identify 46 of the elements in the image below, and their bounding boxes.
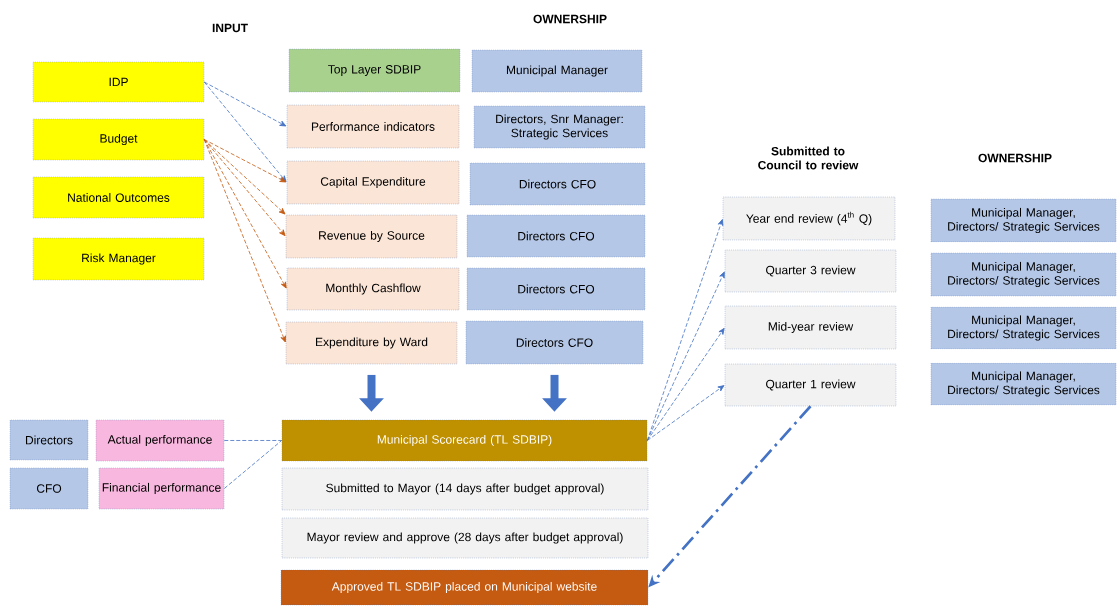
component-box: Capital Expenditure — [286, 160, 460, 205]
arrow — [646, 271, 725, 441]
owner-box: Directors CFO — [466, 214, 646, 258]
owner-box: Municipal Manager, Directors/ Strategic Services — [930, 252, 1117, 297]
step-box: Quarter 3 review — [724, 249, 897, 293]
header-box: Top Layer SDBIP — [288, 48, 461, 93]
owner-box: Directors CFO — [466, 267, 646, 311]
input-box: IDP — [32, 61, 205, 103]
component-box: Revenue by Source — [285, 214, 458, 259]
owner-box: Municipal Manager, Directors/ Strategic Services — [930, 306, 1117, 350]
arrow — [646, 327, 725, 441]
column-heading: Submitted to Council to review — [758, 146, 859, 170]
arrow — [203, 81, 287, 183]
arrow — [203, 139, 286, 343]
step-box: Mid-year review — [724, 305, 897, 350]
step-box: Quarter 1 review — [724, 363, 897, 407]
input-box: Risk Manager — [32, 237, 205, 281]
owner-box: Directors, Snr Manager: Strategic Services — [473, 105, 646, 149]
owner-box: Directors CFO — [469, 162, 646, 206]
step-box: Year end review (4$^{th}$ Q) — [722, 196, 896, 241]
component-box: Performance indicators — [286, 104, 460, 149]
arrow — [203, 81, 287, 127]
arrow — [646, 385, 725, 441]
owner-box: Directors — [9, 419, 89, 461]
owner-box: Directors CFO — [465, 320, 644, 365]
owner-box: Municipal Manager — [471, 49, 643, 93]
column-heading: OWNERSHIP — [533, 14, 607, 24]
performance-box: Actual performance — [95, 419, 225, 462]
arrow — [203, 139, 287, 289]
performance-box: Financial performance — [98, 467, 225, 510]
connector-line — [223, 440, 283, 441]
component-box: Monthly Cashflow — [286, 267, 460, 311]
column-heading: OWNERSHIP — [978, 153, 1052, 163]
input-box: Budget — [32, 118, 205, 161]
arrow — [203, 139, 287, 183]
input-box: National Outcomes — [32, 176, 205, 219]
component-box: Expenditure by Ward — [285, 321, 458, 365]
connector-line — [223, 440, 283, 489]
step-box: Submitted to Mayor (14 days after budget approval) — [281, 467, 649, 511]
owner-box: Municipal Manager, Directors/ Strategic Services — [930, 362, 1117, 406]
column-heading: INPUT — [212, 23, 248, 33]
scorecard-box: Municipal Scorecard (TL SDBIP) — [281, 419, 648, 462]
owner-box: Municipal Manager, Directors/ Strategic Services — [930, 198, 1117, 243]
owner-box: CFO — [9, 467, 89, 510]
step-box: Mayor review and approve (28 days after budget approval) — [281, 517, 649, 559]
result-box: Approved TL SDBIP placed on Municipal website — [280, 569, 649, 606]
